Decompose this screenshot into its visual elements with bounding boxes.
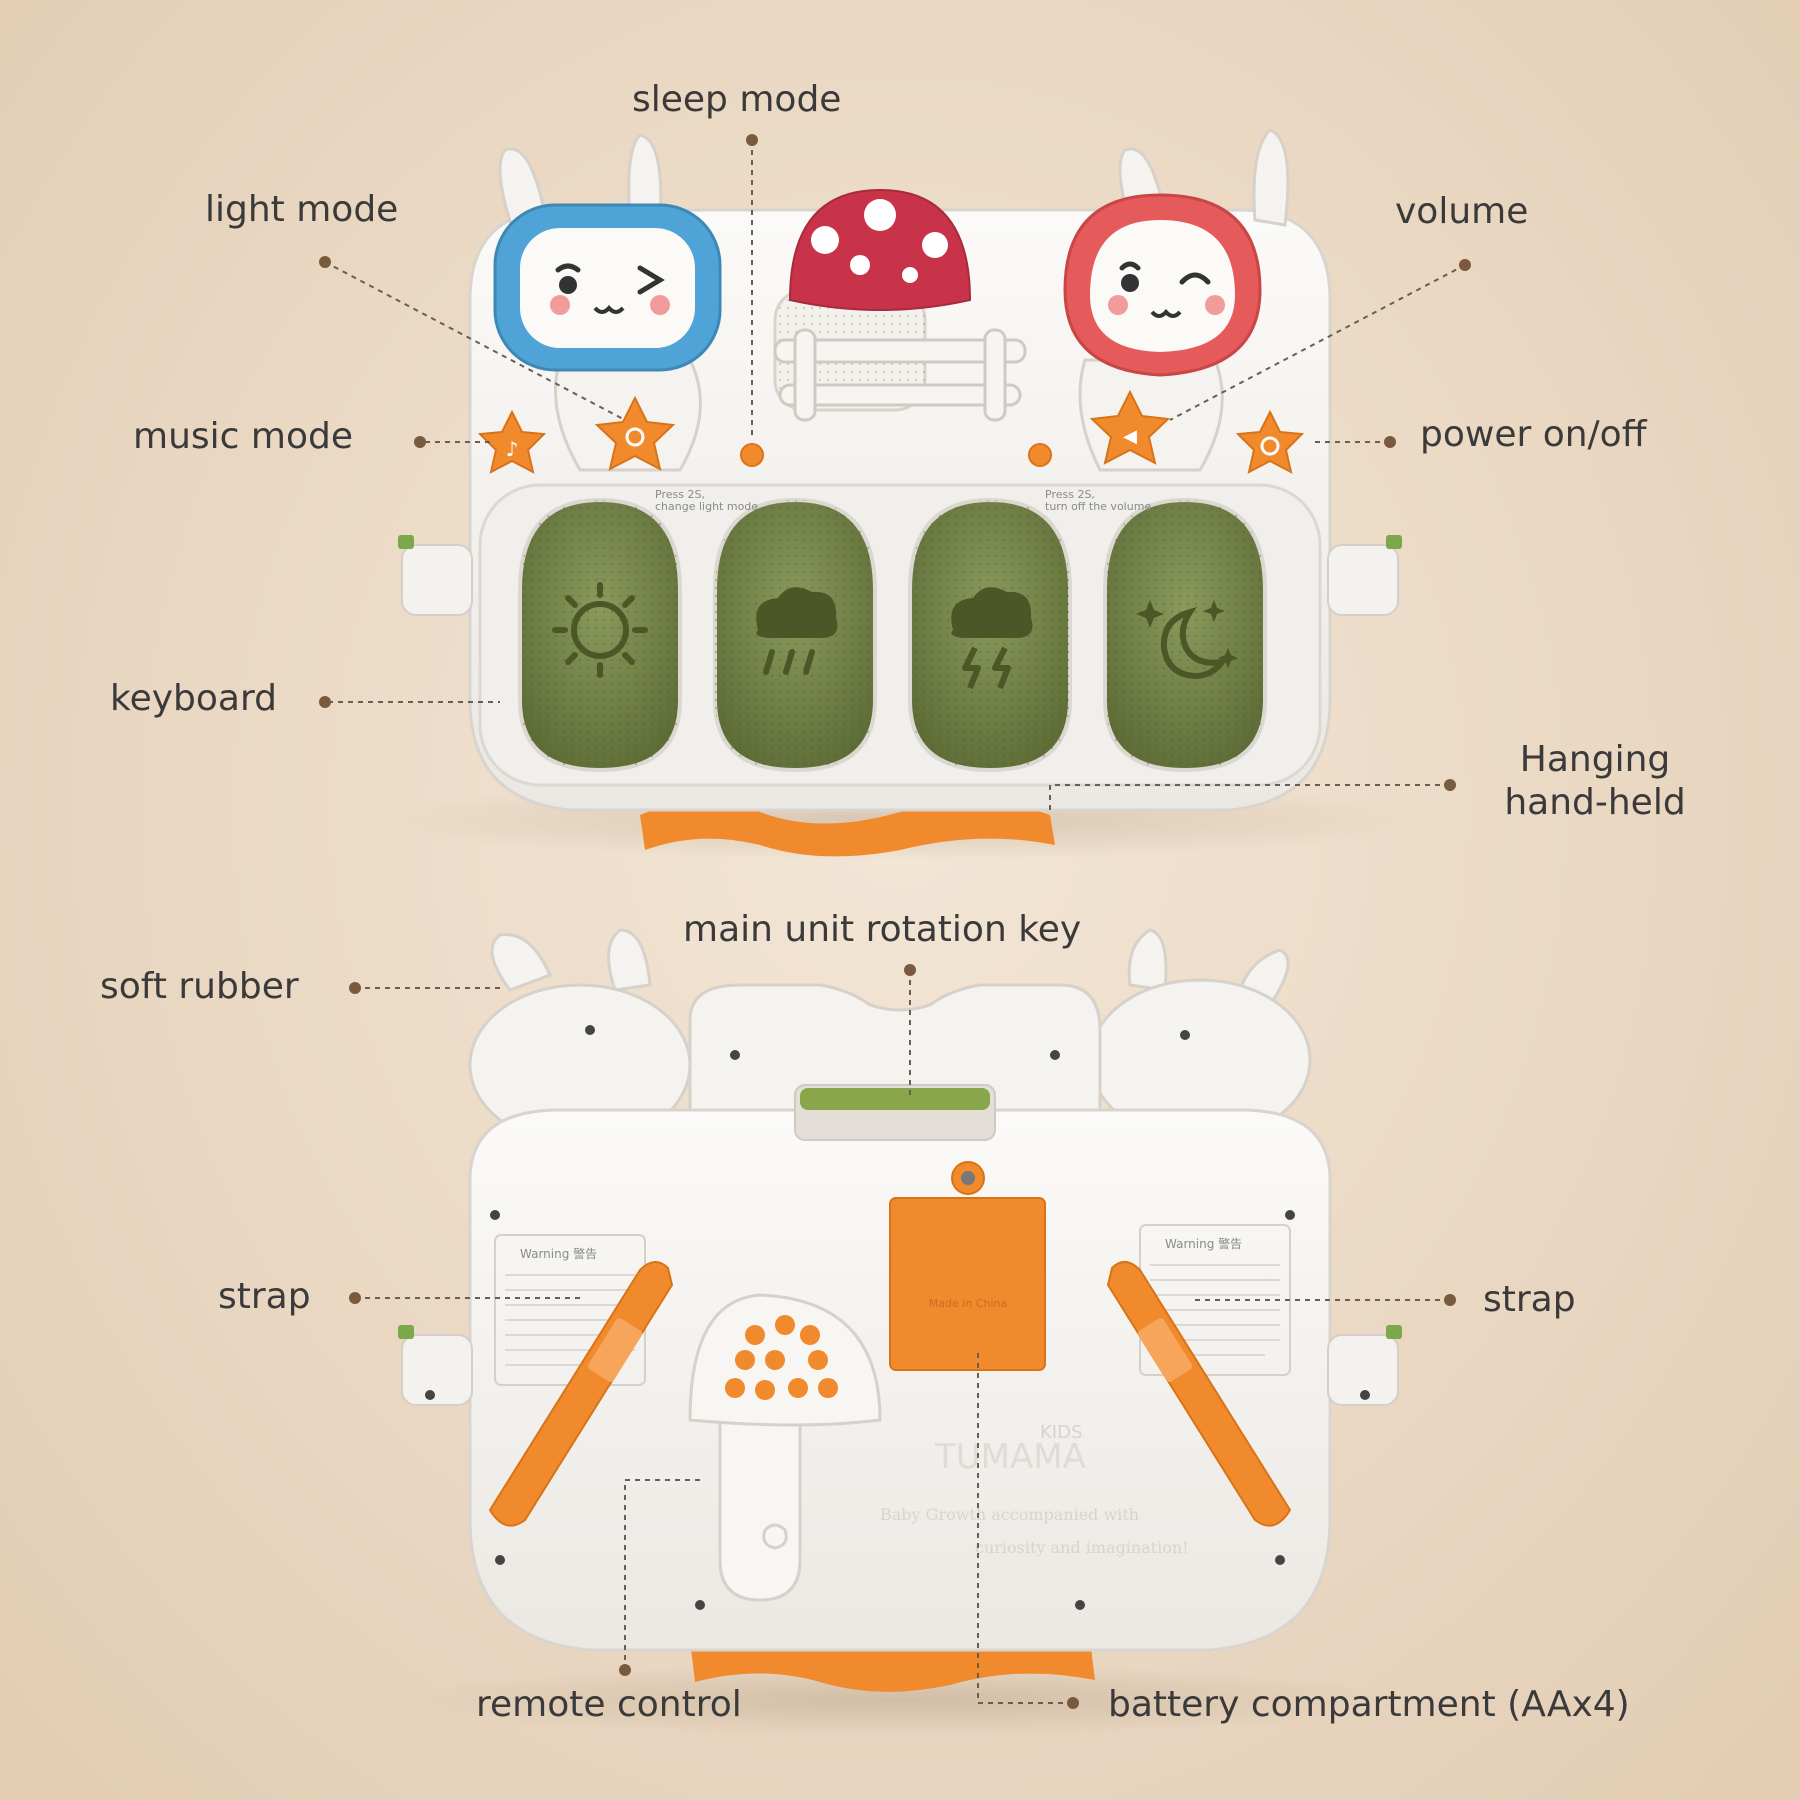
screws	[425, 1025, 1370, 1610]
battery-compartment[interactable]: Made in China	[889, 1161, 1046, 1371]
warning-label-right: Warning 警告	[1139, 1224, 1291, 1376]
label-hanging-line1: Hanging	[1519, 739, 1671, 780]
back-body	[468, 1108, 1332, 1652]
label-soft-rubber: soft rubber	[100, 966, 299, 1007]
slogan-line1: Baby Growth accompanied with	[880, 1505, 1139, 1524]
brand-kids: KIDS	[1040, 1422, 1082, 1443]
callout-dots	[319, 134, 1471, 1709]
remote-buttons	[725, 1315, 838, 1400]
swirl-icon	[762, 1523, 788, 1550]
label-battery: battery compartment (AAx4)	[1108, 1684, 1630, 1725]
label-rotation-key: main unit rotation key	[683, 909, 1082, 950]
brand-name: TUMAMA	[934, 1437, 1086, 1477]
volume-button[interactable]: ◀	[1089, 389, 1171, 465]
press-volume-line2: turn off the volume	[1045, 500, 1151, 513]
hook-latch-left	[398, 535, 414, 549]
press-light-line1: Press 2S,	[655, 488, 705, 501]
moon-stars-icon	[1136, 600, 1238, 680]
rotation-key[interactable]	[800, 1088, 990, 1110]
strap-right[interactable]	[1106, 1261, 1292, 1527]
label-hanging: Hanging hand-held	[1480, 738, 1710, 824]
label-music-mode: music mode	[133, 416, 353, 457]
sleep-mode-button[interactable]	[740, 443, 764, 467]
power-button[interactable]	[1235, 409, 1305, 474]
slogan-line2: curiosity and imagination!	[975, 1538, 1189, 1557]
label-power: power on/off	[1420, 414, 1647, 455]
battery-screw-icon	[961, 1171, 975, 1185]
light-mode-button[interactable]	[594, 395, 676, 471]
leader-battery	[977, 1350, 1073, 1704]
leader-remote	[624, 1479, 700, 1670]
made-in-text: Made in China	[929, 1297, 1007, 1310]
red-bunny	[1063, 128, 1290, 472]
side-hook-right	[1327, 544, 1399, 616]
callout-leaders	[324, 140, 1466, 1704]
warning-right-title: Warning 警告	[1165, 1236, 1242, 1251]
back-device: Warning 警告 Warning 警告 Made in Ch	[398, 928, 1402, 1736]
key-sun[interactable]	[518, 497, 682, 773]
fence	[773, 328, 1027, 422]
sleep-indicator-right	[1028, 443, 1052, 467]
power-icon	[1260, 436, 1280, 456]
label-light-mode: light mode	[205, 189, 399, 230]
side-hook-left	[401, 544, 473, 616]
back-crest	[688, 983, 1102, 1112]
label-volume: volume	[1395, 191, 1529, 232]
label-strap-right: strap	[1483, 1279, 1576, 1320]
light-bulb-icon	[625, 427, 645, 447]
leader-light-mode	[324, 261, 626, 421]
sun-icon	[552, 582, 648, 678]
rain-cloud-icon	[756, 587, 838, 675]
leader-hanging	[1049, 784, 1450, 810]
key-storm[interactable]	[908, 497, 1072, 773]
music-mode-button[interactable]: ♪	[477, 409, 547, 474]
storm-cloud-icon	[951, 587, 1033, 690]
keyboard-keys	[518, 497, 1267, 773]
label-strap-left: strap	[218, 1276, 311, 1317]
music-note-icon: ♪	[506, 437, 519, 461]
press-volume-line1: Press 2S,	[1045, 488, 1095, 501]
warning-left-title: Warning 警告	[520, 1246, 597, 1261]
label-hanging-line2: hand-held	[1504, 782, 1686, 824]
orange-base-front	[640, 801, 1055, 857]
front-device: Press 2S, change light mode Press 2S, tu…	[380, 128, 1420, 860]
strap-left[interactable]	[488, 1261, 674, 1527]
speaker-icon: ◀	[1123, 426, 1137, 447]
key-rain[interactable]	[713, 497, 877, 773]
key-moon[interactable]	[1103, 497, 1267, 773]
label-sleep-mode: sleep mode	[632, 79, 842, 120]
press-light-line2: change light mode	[655, 500, 758, 513]
remote-control[interactable]	[688, 1293, 882, 1602]
hook-latch-right	[1386, 535, 1402, 549]
label-remote-control: remote control	[476, 1684, 742, 1725]
label-keyboard: keyboard	[110, 678, 277, 719]
